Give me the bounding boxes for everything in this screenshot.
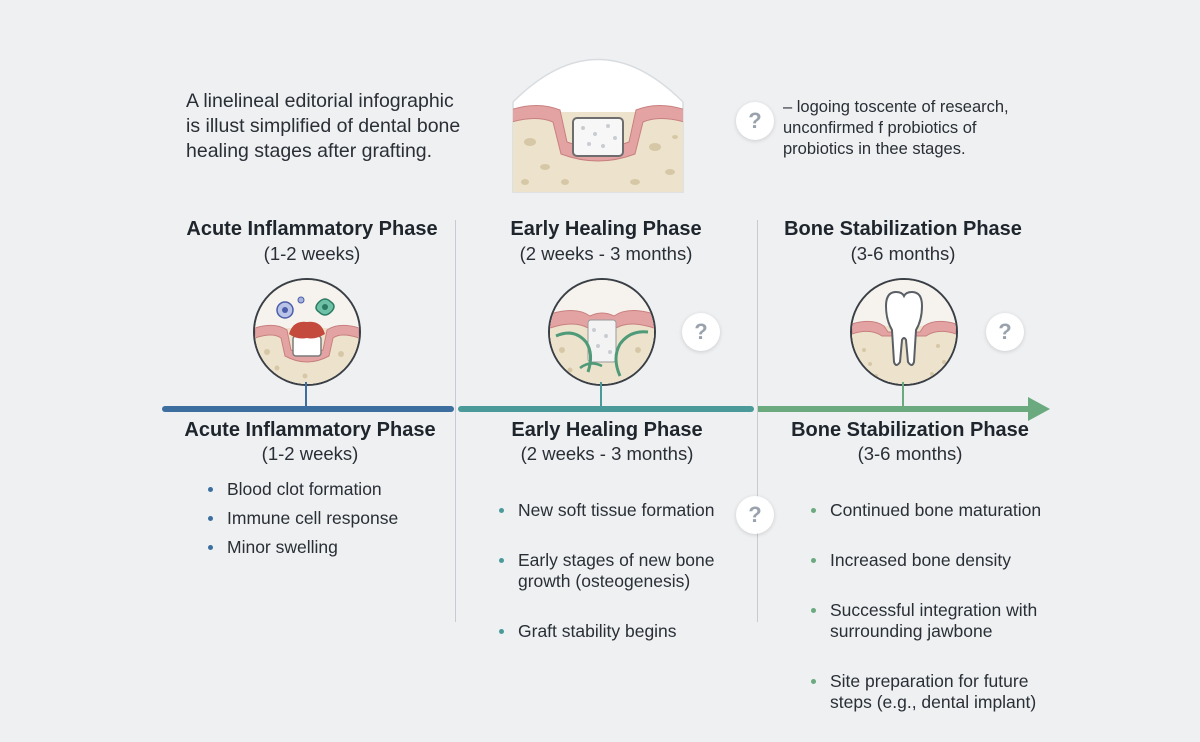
phase-title-upper: Bone Stabilization Phase bbox=[784, 218, 1022, 240]
question-mark-glyph: ? bbox=[748, 108, 762, 133]
list-item: Minor swelling bbox=[205, 537, 445, 558]
list-item: Immune cell response bbox=[205, 508, 445, 529]
timeline-segment-stabilization bbox=[758, 406, 1030, 412]
intro-line: A linelineal editorial infographic bbox=[186, 90, 454, 112]
research-note: – logoing toscente of research, unconfir… bbox=[783, 97, 1043, 160]
acute-phase-bullets: Blood clot formation Immune cell respons… bbox=[205, 479, 445, 566]
phase-title-upper: Acute Inflammatory Phase bbox=[186, 218, 438, 240]
question-mark-glyph: ? bbox=[694, 319, 708, 344]
question-mark-icon: ? bbox=[986, 313, 1024, 351]
list-item: Early stages of new bone growth (osteoge… bbox=[496, 550, 736, 592]
timeline-arrow-icon bbox=[1028, 397, 1050, 421]
question-mark-glyph: ? bbox=[748, 502, 762, 527]
question-mark-icon: ? bbox=[736, 102, 774, 140]
phase-duration-upper: (2 weeks - 3 months) bbox=[519, 243, 693, 264]
note-line: probiotics in thee stages. bbox=[783, 140, 966, 158]
phase-title-lower: Early Healing Phase bbox=[511, 419, 703, 441]
list-item: Continued bone maturation bbox=[808, 500, 1068, 521]
phase-title-lower: Acute Inflammatory Phase bbox=[184, 419, 436, 441]
intro-text: A linelineal editorial infographic is il… bbox=[186, 89, 486, 164]
note-line: – logoing toscente of research, bbox=[783, 98, 1009, 116]
inflammation-icon bbox=[253, 278, 361, 386]
question-mark-glyph: ? bbox=[998, 319, 1012, 344]
phase-duration-upper: (1-2 weeks) bbox=[263, 243, 361, 264]
icon-connector bbox=[600, 382, 602, 406]
intro-line: healing stages after grafting. bbox=[186, 140, 433, 162]
note-line: unconfirmed f probiotics of bbox=[783, 119, 977, 137]
healing-tissue-icon bbox=[548, 278, 656, 386]
list-item: Successful integration with surrounding … bbox=[808, 600, 1068, 642]
list-item: New soft tissue formation bbox=[496, 500, 736, 521]
phase-title-lower: Bone Stabilization Phase bbox=[791, 419, 1029, 441]
list-item: Graft stability begins bbox=[496, 621, 736, 642]
tooth-icon bbox=[850, 278, 958, 386]
icon-connector bbox=[902, 382, 904, 406]
question-mark-icon: ? bbox=[736, 496, 774, 534]
phase-duration-upper: (3-6 months) bbox=[850, 243, 956, 264]
intro-line: is illust simplified of dental bone bbox=[186, 115, 461, 137]
column-divider bbox=[757, 220, 758, 622]
timeline-segment-acute bbox=[162, 406, 454, 412]
phase-duration-lower: (1-2 weeks) bbox=[261, 443, 359, 464]
list-item: Blood clot formation bbox=[205, 479, 445, 500]
phase-title-upper: Early Healing Phase bbox=[510, 218, 702, 240]
list-item: Site preparation for future steps (e.g.,… bbox=[808, 671, 1068, 713]
stabilization-phase-bullets: Continued bone maturation Increased bone… bbox=[808, 479, 1068, 742]
phase-duration-lower: (2 weeks - 3 months) bbox=[520, 443, 694, 464]
icon-connector bbox=[305, 382, 307, 406]
early-phase-bullets: New soft tissue formation Early stages o… bbox=[496, 479, 736, 671]
graft-socket-illustration bbox=[505, 42, 691, 194]
list-item: Increased bone density bbox=[808, 550, 1068, 571]
question-mark-icon: ? bbox=[682, 313, 720, 351]
phase-duration-lower: (3-6 months) bbox=[857, 443, 963, 464]
column-divider bbox=[455, 220, 456, 622]
timeline-segment-early bbox=[458, 406, 754, 412]
